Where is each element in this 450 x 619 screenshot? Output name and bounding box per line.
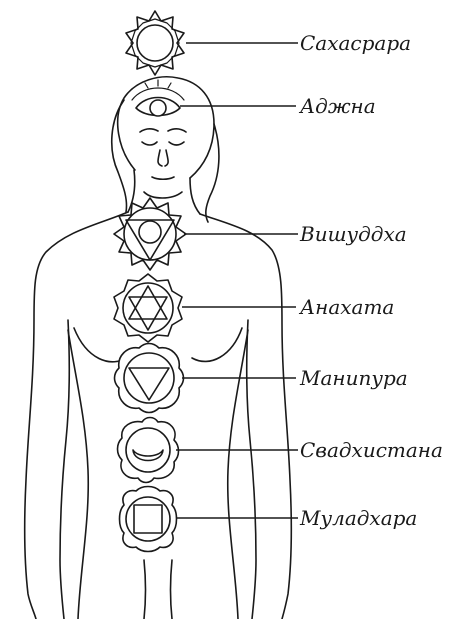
face-nose <box>158 150 168 166</box>
label-muladhara: Муладхара <box>299 506 417 530</box>
torso-right <box>228 330 248 619</box>
face-left-eye <box>142 142 157 145</box>
neck-right <box>190 178 200 214</box>
left-inner-arm <box>60 320 69 619</box>
svadhisthana-symbol <box>118 418 179 483</box>
label-ajna: Аджна <box>298 94 376 118</box>
manipura-symbol <box>115 344 184 413</box>
inner-leg-right <box>171 560 173 619</box>
label-anahata: Анахата <box>298 295 394 319</box>
face-chin <box>144 192 182 198</box>
anahata-symbol <box>114 274 182 342</box>
label-manipura: Манипура <box>299 366 408 390</box>
vishuddha-symbol <box>114 198 186 270</box>
inner-leg-left <box>144 560 146 619</box>
right-shoulder-arm <box>200 214 291 619</box>
right-inner-arm <box>247 320 256 619</box>
left-shoulder-arm <box>25 212 128 619</box>
label-vishuddha: Вишуддха <box>299 222 407 246</box>
leader-lines <box>176 43 298 518</box>
right-breast <box>192 328 242 361</box>
face-right-eyebrow <box>168 129 186 132</box>
torso-left <box>68 330 88 619</box>
face-right-eye <box>169 142 184 145</box>
sahasrara-symbol <box>126 11 184 75</box>
face-left-eyebrow <box>140 129 158 132</box>
label-sahasrara: Сахасрара <box>300 31 411 55</box>
ajna-symbol <box>132 80 184 116</box>
labels: Сахасрара Аджна Вишуддха Анахата Манипур… <box>298 31 443 530</box>
label-svadhisthana: Свадхистана <box>300 438 443 462</box>
muladhara-symbol <box>120 487 177 552</box>
head-outline <box>118 77 214 178</box>
face-mouth <box>152 177 174 179</box>
